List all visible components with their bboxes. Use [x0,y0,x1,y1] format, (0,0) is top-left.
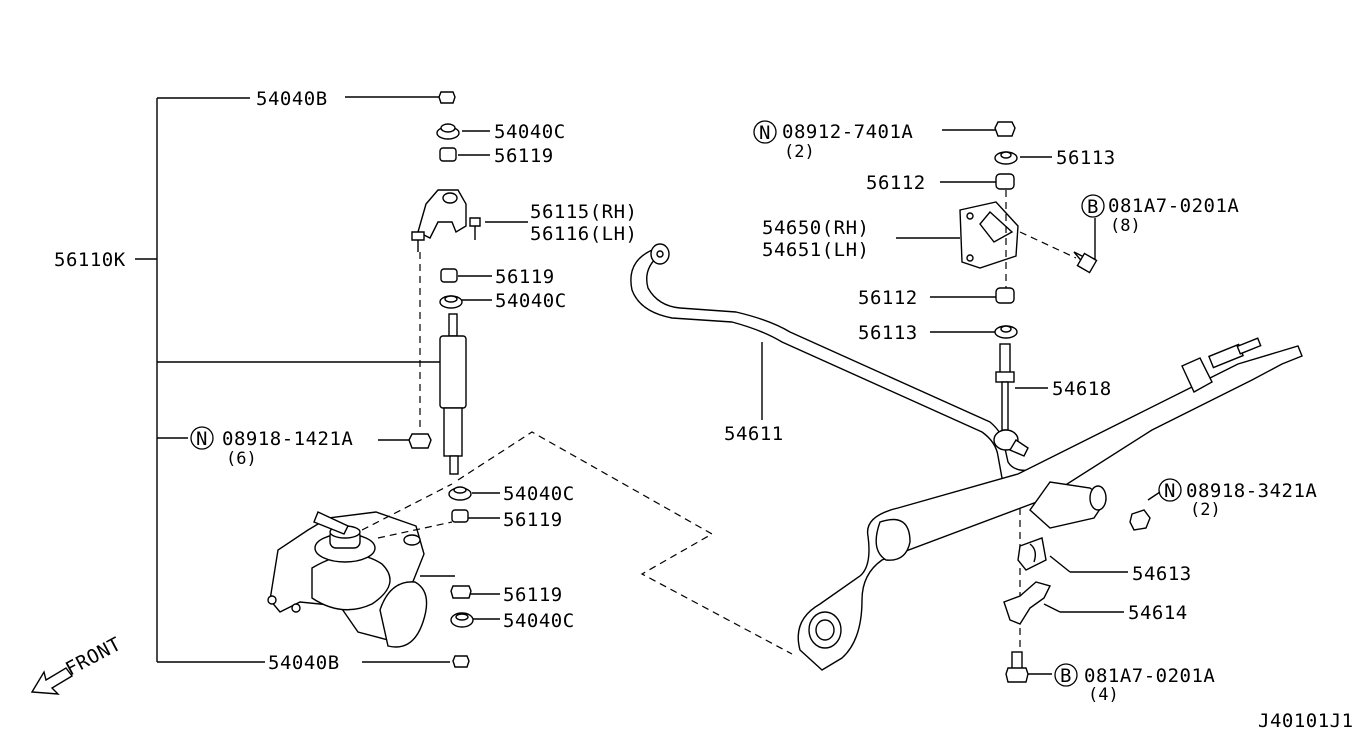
qty-08918-1421A: (6) [226,449,257,469]
shock-absorber [439,313,467,475]
washer-54040C-4 [450,612,474,628]
leaders-right [896,129,1161,675]
nut-08918-3421A [1129,509,1151,531]
bushing-56112-1 [995,173,1015,190]
washer-54040C-3 [448,486,472,501]
prefix-symbol: B [1087,196,1099,218]
prefix-symbol: N [196,428,208,450]
bushing-54613 [1017,537,1047,571]
label-56112-1: 56112 [866,172,926,194]
qty-08918-3421A: (2) [1190,500,1221,520]
label-56119-4: 56119 [503,584,563,606]
label-56119-1: 56119 [494,145,554,167]
label-56112-2: 56112 [858,287,918,309]
bolt-081A7-top [1073,251,1098,274]
label-54611: 54611 [724,423,784,445]
label-54040B-top: 54040B [256,88,328,110]
label-54651: 54651(LH) [762,239,869,261]
label-54040C-2: 54040C [495,290,567,312]
label-56115: 56115(RH) [530,201,637,223]
label-54614: 54614 [1128,602,1188,624]
n-prefix-icon-2: N [753,120,777,144]
label-54040B-bottom: 54040B [268,652,340,674]
bolt-081A7-bottom [1005,651,1029,683]
label-54040C-3: 54040C [503,483,575,505]
qty-081A7-top: (8) [1110,216,1141,236]
clamp-54614 [1003,581,1052,625]
diagram-code: J40101J1 [1258,710,1354,732]
qty-081A7-bottom: (4) [1088,685,1119,705]
stabilizer-bar-54611 [630,243,1033,494]
nut-54040B-bottom [452,655,470,668]
washer-56113-2 [994,325,1018,339]
bushing-56119-3 [451,509,469,523]
nut-54040B-top [438,91,456,104]
leaders-left [345,96,528,663]
nut-08918-1421A [408,433,432,449]
bracket-56115-56116 [411,189,481,252]
label-54613: 54613 [1132,563,1192,585]
label-54040C-4: 54040C [503,610,575,632]
label-081A7-top: 081A7-0201A [1108,195,1239,217]
crossmember [797,337,1303,671]
label-56113-2: 56113 [858,322,918,344]
washer-56113-1 [994,151,1018,165]
label-56116: 56116(LH) [530,223,637,245]
lower-mount-housing [267,511,428,648]
prefix-symbol: B [1060,665,1072,687]
label-54618: 54618 [1052,378,1112,400]
n-prefix-icon-1: N [190,426,214,450]
bushing-56119-1 [439,147,457,162]
label-54040C-1: 54040C [494,121,566,143]
bracket-56110K [135,97,440,663]
label-08918-3421A: 08918-3421A [1186,480,1317,502]
label-081A7-bottom: 081A7-0201A [1084,665,1215,687]
bushing-56119-2 [440,268,458,283]
washer-54040C-1 [436,123,460,140]
b-prefix-icon-2: B [1054,663,1078,687]
front-label: FRONT [62,633,125,680]
label-56119-3: 56119 [503,509,563,531]
nut-08912-7401A [994,121,1016,137]
label-56119-2: 56119 [495,266,555,288]
bracket-54650-54651 [959,201,1019,269]
label-54650: 54650(RH) [762,217,869,239]
qty-08912-7401A: (2) [784,142,815,162]
label-08912-7401A: 08912-7401A [782,121,913,143]
prefix-symbol: N [759,122,771,144]
front-arrow-icon [30,667,74,695]
b-prefix-icon-1: B [1081,194,1105,218]
label-56113-1: 56113 [1056,147,1116,169]
washer-54040C-2 [439,295,463,309]
label-56110K: 56110K [54,249,126,271]
bushing-56112-2 [995,287,1015,304]
prefix-symbol: N [1164,480,1176,502]
link-rod-54618 [993,343,1029,457]
nut-56119-4 [450,585,472,599]
label-08918-1421A: 08918-1421A [222,428,353,450]
n-prefix-icon-3: N [1158,478,1182,502]
